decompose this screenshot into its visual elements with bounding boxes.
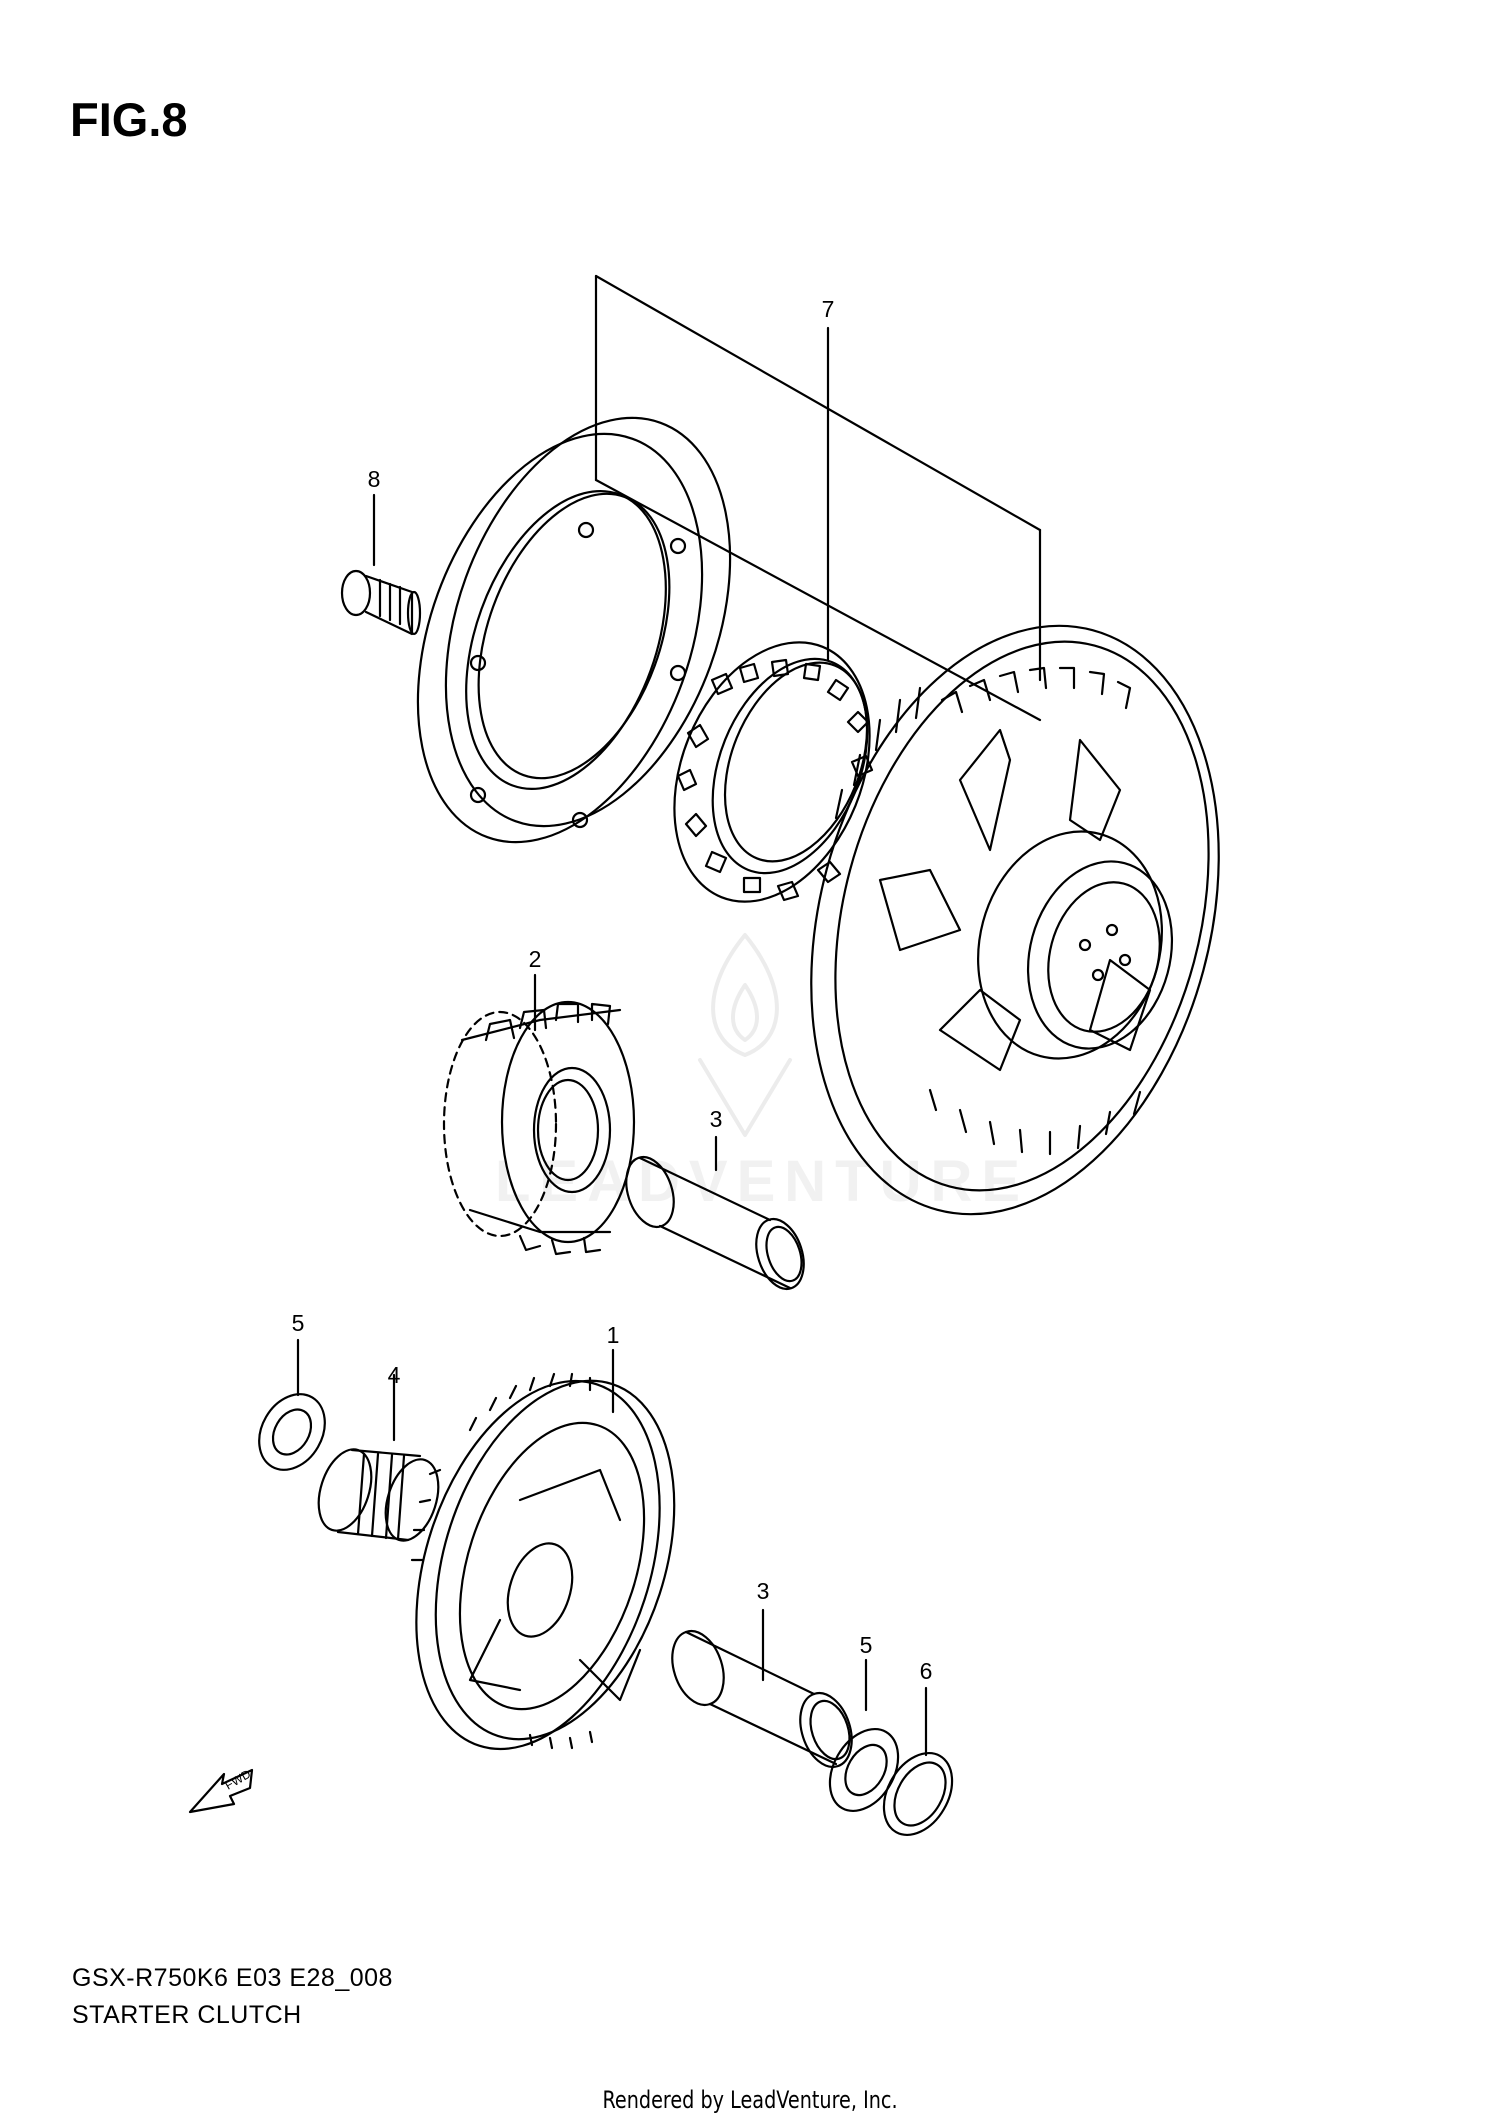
- shaft-part-3-upper: [625, 1155, 805, 1291]
- callout-4: 4: [387, 1362, 401, 1388]
- rendered-by-credit: Rendered by LeadVenture, Inc.: [602, 2086, 898, 2114]
- starter-gear-part-1: [410, 1372, 676, 1751]
- callout-5-left: 5: [291, 1310, 305, 1336]
- screw-part-8: [340, 569, 422, 636]
- figure-title: FIG.8: [70, 93, 188, 146]
- model-code: GSX-R750K6 E03 E28_008: [72, 1964, 393, 1992]
- callout-6: 6: [919, 1658, 933, 1684]
- section-name: STARTER CLUTCH: [72, 2001, 302, 2029]
- callout-3-upper: 3: [709, 1106, 723, 1132]
- leadventure-flame-logo: [698, 933, 792, 1137]
- callout-2: 2: [528, 946, 542, 972]
- callout-3-lower: 3: [756, 1578, 770, 1604]
- callout-1: 1: [606, 1322, 620, 1348]
- needle-bearing-part-4: [317, 1448, 440, 1542]
- callout-8: 8: [367, 466, 381, 492]
- group-bracket-lines: [594, 274, 1042, 722]
- callout-7: 7: [821, 296, 835, 322]
- clutch-ring: [416, 416, 732, 844]
- fwd-arrow-icon: [188, 1768, 254, 1814]
- washer-part-6: [882, 1751, 954, 1837]
- callout-5-right: 5: [859, 1632, 873, 1658]
- leader-lines: [296, 326, 928, 1757]
- washer-part-5-left: [258, 1393, 326, 1471]
- idle-gear-part-2: [442, 1000, 636, 1256]
- shaft-part-3-lower: [671, 1630, 853, 1768]
- starter-driven-gear: [810, 624, 1220, 1216]
